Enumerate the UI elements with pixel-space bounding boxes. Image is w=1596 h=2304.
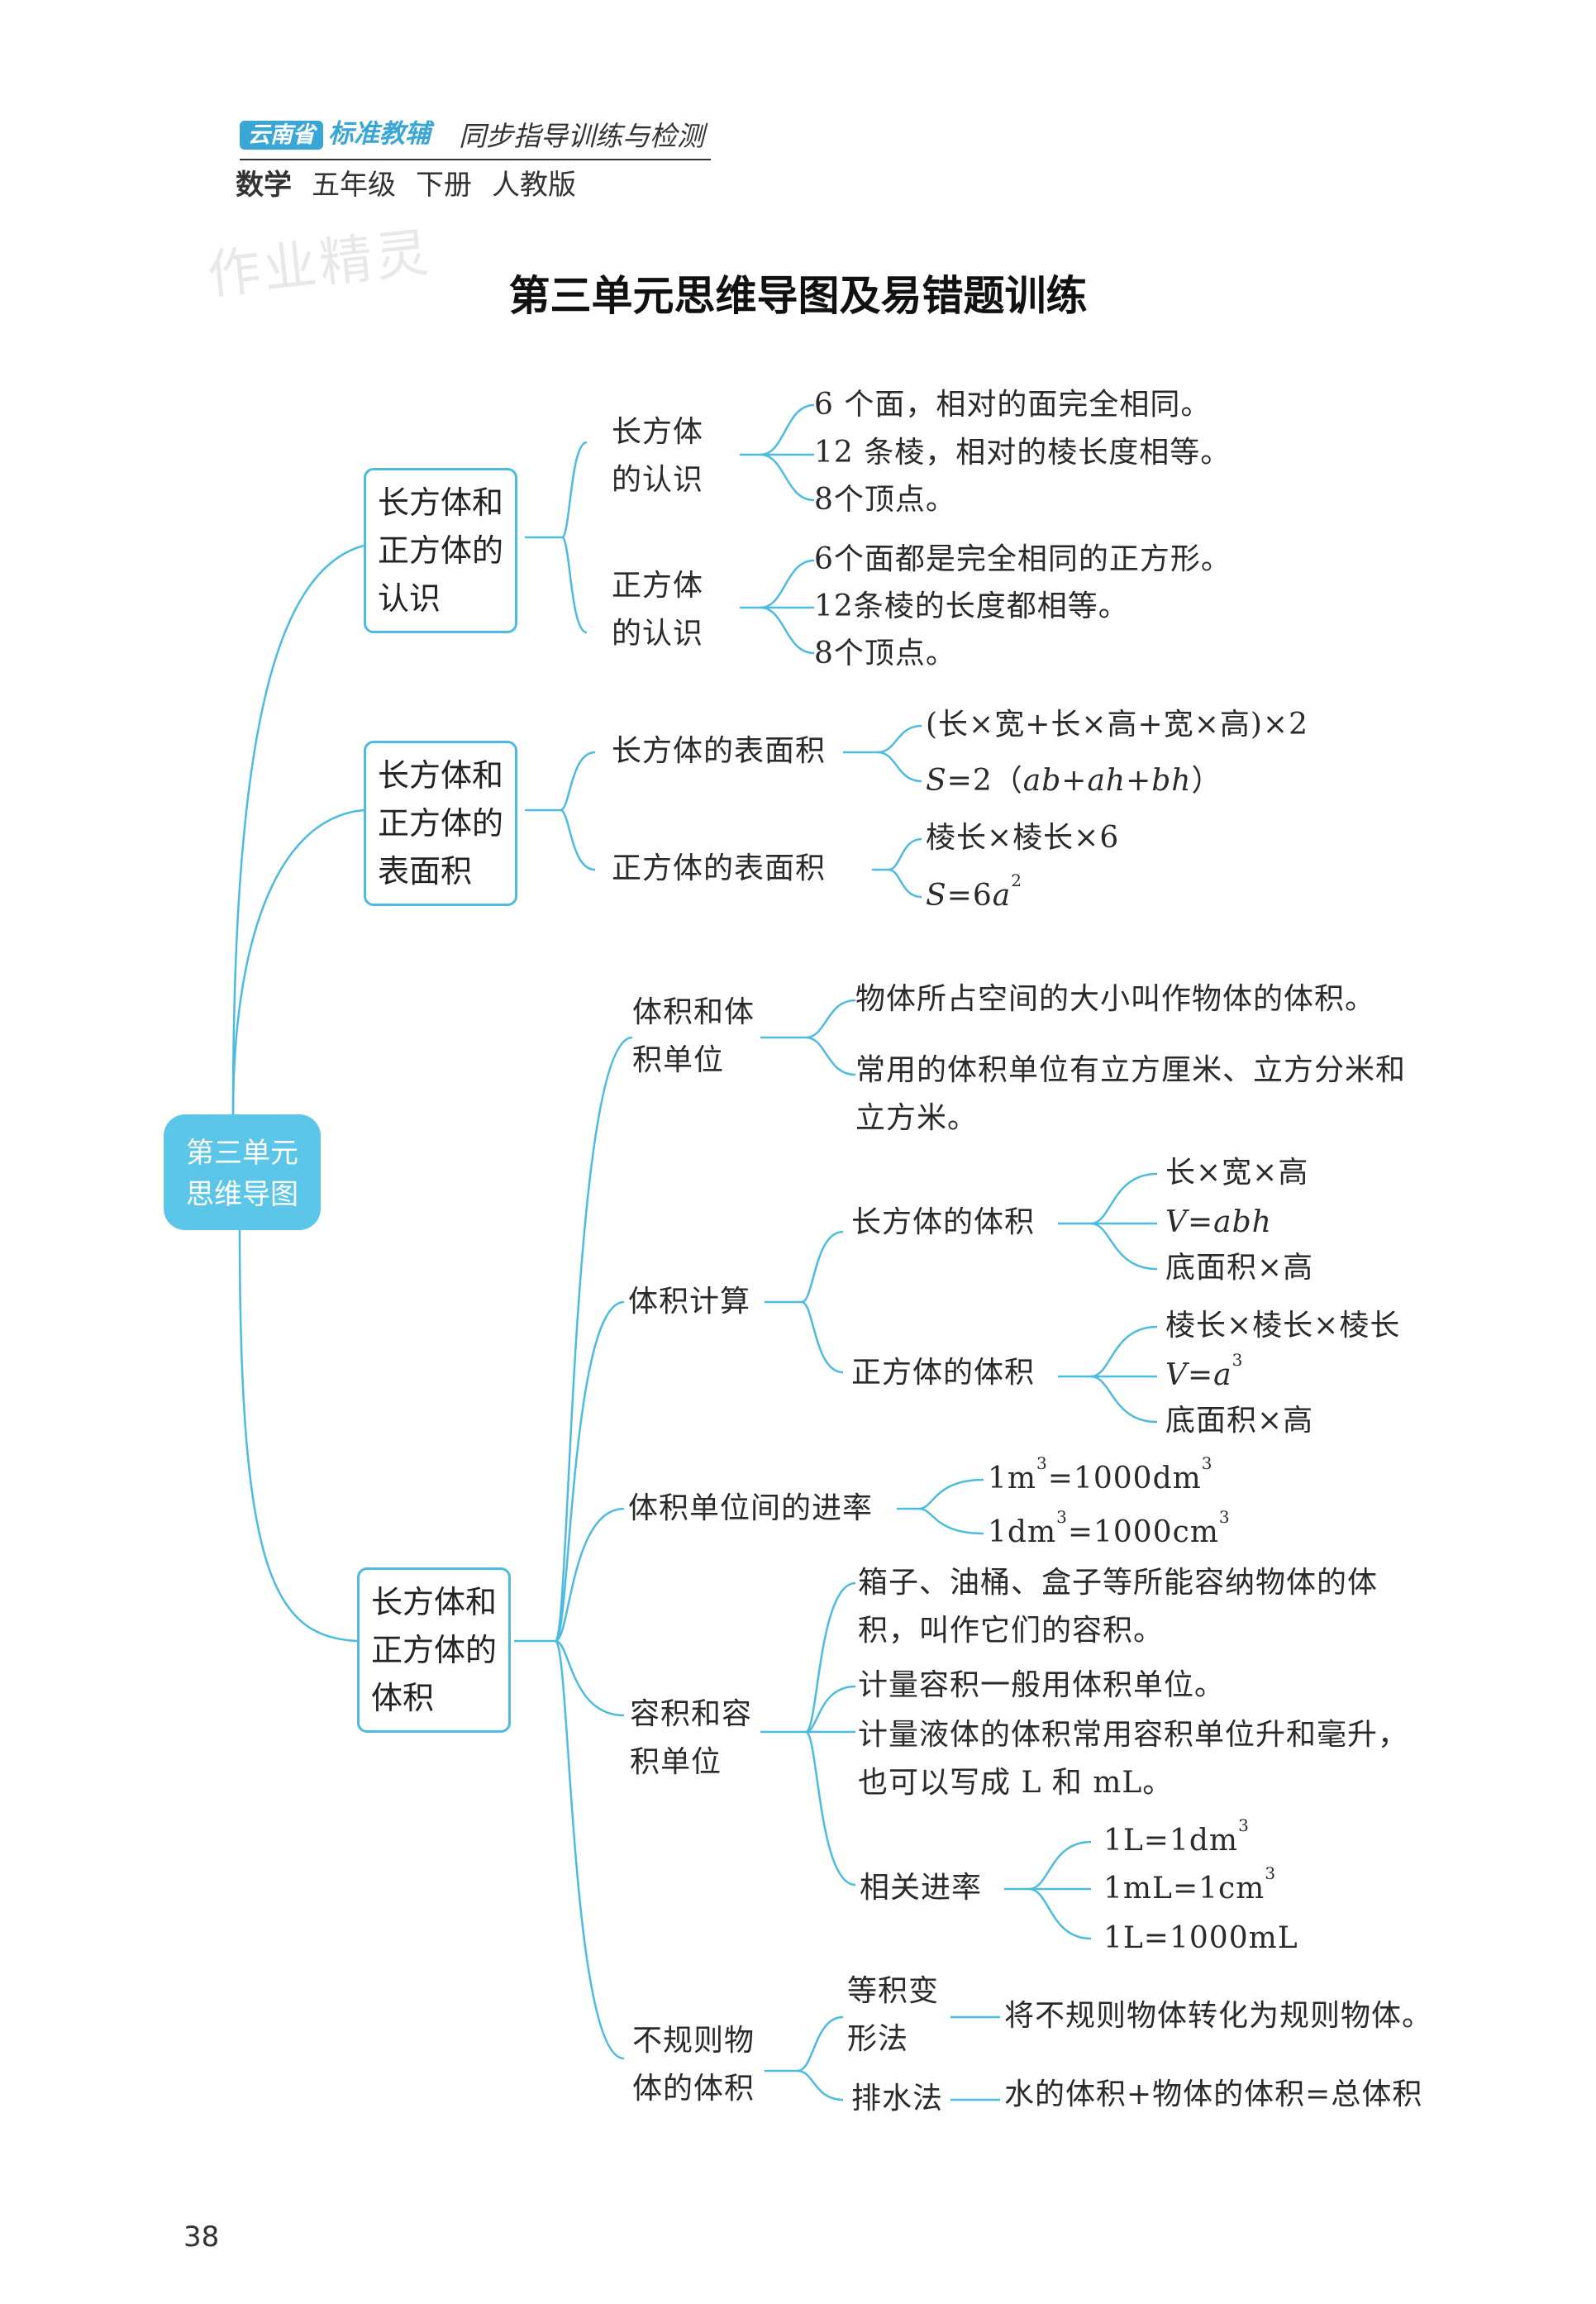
leaf: 底面积×高 [1165,1244,1313,1292]
capacity-label: 容积和容积单位 [630,1691,752,1786]
box-line: 正方体的 [378,527,503,575]
leaf: 6 个面，相对的面完全相同。 [814,381,1211,429]
leaf: 底面积×高 [1165,1397,1313,1445]
center-line-2: 思维导图 [164,1174,321,1215]
leaf-line: 常用的体积单位有立方厘米、立方分米和 [855,1047,1406,1095]
leaf: 将不规则物体转化为规则物体。 [1004,1992,1432,2040]
label-line: 容积和容 [630,1691,752,1739]
page-title: 第三单元思维导图及易错题训练 [0,263,1596,322]
series-name: 同步指导训练与检测 [459,114,704,154]
leaf: 箱子、油桶、盒子等所能容纳物体的体积，叫作它们的容积。 [858,1559,1378,1655]
leaf: 物体所占空间的大小叫作物体的体积。 [855,976,1375,1023]
box-line: 长方体和 [371,1578,497,1626]
method-label: 等积变形法 [847,1968,939,2063]
volume-unit-label: 体积和体积单位 [632,989,755,1085]
leaf: 1L=1000mL [1103,1915,1298,1963]
cuboid-surface-label: 长方体的表面积 [612,727,826,775]
brand-name: 标准教辅 [328,119,431,149]
leaf: 计量液体的体积常用容积单位升和毫升，也可以写成 L 和 mL。 [858,1711,1408,1807]
label-line: 的认识 [612,456,703,504]
formula: 1dm3=1000cm3 [988,1509,1231,1557]
box-line: 长方体和 [378,751,503,799]
cube-volume-label: 正方体的体积 [851,1349,1035,1397]
formula: 1L=1dm3 [1103,1817,1250,1865]
formula: S=2（ab+ah+bh） [926,757,1222,805]
box-line: 体积 [371,1674,497,1722]
label-line: 体的体积 [632,2065,755,2113]
edition: 人教版 [492,169,576,202]
related-rate-label: 相关进率 [860,1864,982,1912]
irregular-volume-label: 不规则物体的体积 [632,2017,755,2113]
brand-tag: 云南省 [240,121,323,150]
box-line: 正方体的 [371,1626,497,1674]
label-line: 形法 [847,2015,939,2063]
leaf-line: 立方米。 [855,1095,1406,1142]
volume-calc-label: 体积计算 [628,1278,750,1326]
grade: 五年级 [312,169,396,202]
formula: V=a3 [1165,1352,1243,1400]
leaf: 8个顶点。 [814,476,956,524]
branch-volume-box: 长方体和 正方体的 体积 [357,1567,511,1733]
book-info: 数学五年级下册人教版 [236,162,596,203]
cube-surface-label: 正方体的表面积 [612,845,826,893]
box-line: 认识 [378,575,503,623]
branch-recognition-box: 长方体和 正方体的 认识 [364,468,517,633]
label-line: 正方体 [612,562,703,610]
label-line: 的认识 [612,610,703,658]
leaf-line: 也可以写成 L 和 mL。 [858,1759,1408,1807]
leaf: 棱长×棱长×6 [926,814,1119,862]
label-line: 积单位 [630,1739,752,1786]
formula: 1mL=1cm3 [1103,1865,1276,1913]
method-label: 排水法 [851,2075,943,2123]
leaf: 常用的体积单位有立方厘米、立方分米和立方米。 [855,1047,1406,1142]
leaf: 6个面都是完全相同的正方形。 [814,536,1232,584]
formula: V=abh [1165,1199,1272,1247]
leaf-line: 积，叫作它们的容积。 [858,1607,1378,1655]
page-number: 38 [183,2221,219,2254]
leaf: 8个顶点。 [814,630,956,678]
leaf-line: 计量液体的体积常用容积单位升和毫升， [858,1711,1408,1759]
cube-recognition-label: 正方体的认识 [612,562,703,658]
leaf: 水的体积+物体的体积=总体积 [1004,2071,1422,2119]
header-rule [240,159,711,160]
leaf: 12 条棱，相对的棱长度相等。 [814,429,1231,477]
leaf-line: 箱子、油桶、盒子等所能容纳物体的体 [858,1559,1378,1607]
formula: 1m3=1000dm3 [988,1455,1212,1503]
volume-rate-label: 体积单位间的进率 [628,1485,873,1533]
term: 下册 [416,169,472,202]
subject: 数学 [236,169,292,202]
leaf: 长×宽×高 [1165,1149,1308,1197]
label-line: 等积变 [847,1968,939,2015]
cuboid-recognition-label: 长方体的认识 [612,408,703,504]
cuboid-volume-label: 长方体的体积 [851,1199,1035,1247]
label-line: 积单位 [632,1037,755,1085]
leaf: (长×宽+长×高+宽×高)×2 [926,701,1308,749]
box-line: 正方体的 [378,799,503,847]
leaf: 计量容积一般用体积单位。 [858,1662,1225,1710]
formula: S=6a2 [926,872,1022,920]
box-line: 表面积 [378,847,503,895]
label-line: 不规则物 [632,2017,755,2065]
brand-logo: 云南省标准教辅 [240,112,431,150]
branch-surface-area-box: 长方体和 正方体的 表面积 [364,741,517,906]
leaf: 12条棱的长度都相等。 [814,583,1129,631]
label-line: 体积和体 [632,989,755,1037]
center-line-1: 第三单元 [164,1133,321,1174]
leaf: 棱长×棱长×棱长 [1165,1302,1400,1350]
label-line: 长方体 [612,408,703,456]
box-line: 长方体和 [378,479,503,527]
center-node: 第三单元 思维导图 [164,1114,321,1230]
